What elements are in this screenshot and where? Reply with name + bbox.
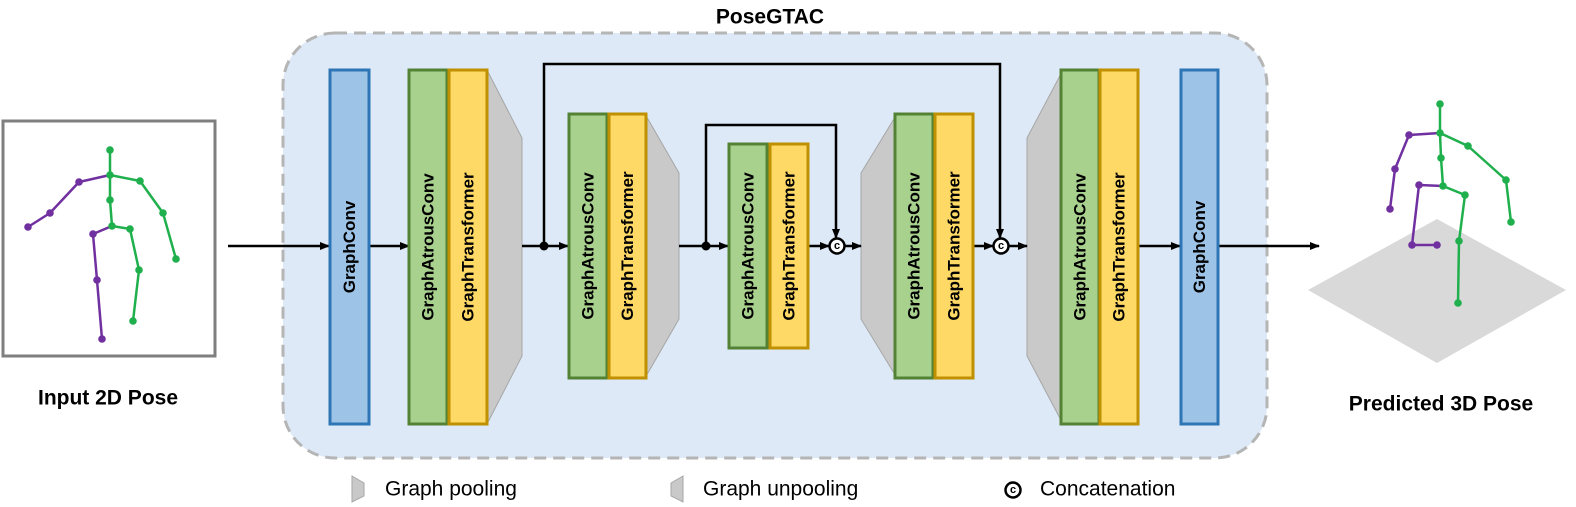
graphconv-label-output: GraphConv: [1190, 200, 1209, 293]
graphatrousconv-label-4: GraphAtrousConv: [905, 172, 924, 320]
graphtransformer-label-1: GraphTransformer: [459, 172, 478, 322]
graphatrousconv-label-5: GraphAtrousConv: [1071, 173, 1090, 321]
graphtransformer-label-4: GraphTransformer: [945, 171, 964, 321]
split-point-inner: [701, 241, 711, 251]
legend-pooling-label: Graph pooling: [385, 478, 517, 501]
graphtransformer-block-1: GraphTransformer: [447, 68, 489, 426]
graphtransformer-block-4: GraphTransformer: [933, 112, 975, 380]
graphatrousconv-label-1: GraphAtrousConv: [419, 173, 438, 321]
legend: Graph pooling Graph unpooling c Concaten…: [351, 475, 1175, 503]
graphatrousconv-block-1: GraphAtrousConv: [407, 68, 449, 426]
input-2d-pose: [1, 119, 217, 358]
concatenation-node-2: c: [992, 237, 1010, 255]
legend-concatenation-icon: c: [1004, 481, 1022, 499]
concat-symbol-1: c: [834, 240, 840, 252]
diagram-title: PoseGTAC: [716, 6, 824, 29]
concatenation-node-1: c: [828, 237, 846, 255]
graphatrousconv-block-3: GraphAtrousConv: [727, 142, 769, 350]
graphatrousconv-block-4: GraphAtrousConv: [893, 112, 935, 380]
graphatrousconv-label-2: GraphAtrousConv: [579, 172, 598, 320]
split-point-outer: [539, 241, 549, 251]
graphconv-label-input: GraphConv: [340, 200, 359, 293]
graphatrousconv-label-3: GraphAtrousConv: [739, 172, 758, 320]
ground-plane: [1308, 219, 1566, 363]
legend-concatenation-label: Concatenation: [1040, 478, 1175, 501]
legend-unpooling-label: Graph unpooling: [703, 478, 858, 501]
output-joints: [1386, 100, 1515, 307]
predicted-3d-pose-label: Predicted 3D Pose: [1349, 393, 1533, 416]
graphtransformer-block-5: GraphTransformer: [1098, 68, 1140, 426]
graphconv-block-output: GraphConv: [1179, 68, 1220, 426]
concat-symbol-2: c: [998, 240, 1004, 252]
legend-pooling-icon: [351, 475, 365, 503]
graphatrousconv-block-2: GraphAtrousConv: [567, 112, 609, 380]
legend-unpooling-icon: [670, 475, 684, 503]
graphtransformer-label-3: GraphTransformer: [780, 171, 799, 321]
graphtransformer-block-3: GraphTransformer: [768, 142, 810, 350]
input-2d-pose-label: Input 2D Pose: [38, 387, 178, 410]
output-skeleton: [1388, 102, 1513, 305]
skip-connection-inner: [704, 123, 840, 246]
graphtransformer-block-2: GraphTransformer: [607, 112, 648, 380]
graphconv-block-input: GraphConv: [328, 68, 371, 426]
graphtransformer-label-2: GraphTransformer: [618, 171, 637, 321]
input-joints: [24, 146, 180, 343]
predicted-3d-pose: [1308, 100, 1566, 363]
graphatrousconv-block-5: GraphAtrousConv: [1059, 68, 1101, 426]
skip-connection-outer: [542, 62, 1004, 246]
legend-concat-symbol: c: [1010, 484, 1016, 496]
graphtransformer-label-5: GraphTransformer: [1110, 172, 1129, 322]
